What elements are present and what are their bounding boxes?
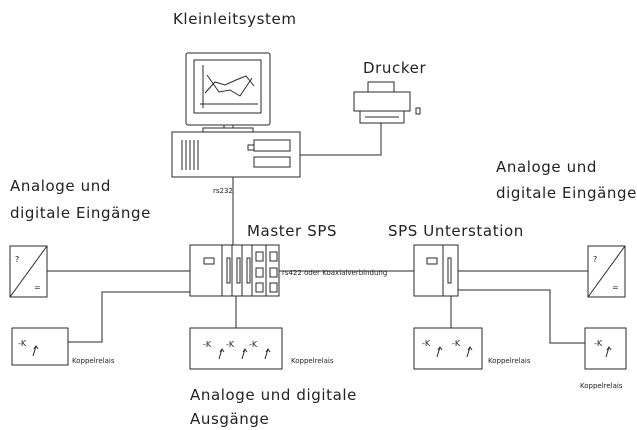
outputs-label-line2: Ausgänge <box>190 410 269 428</box>
master-sps-label: Master SPS <box>247 222 337 240</box>
right-converter-question: ? <box>593 255 597 264</box>
left-inputs-label-line1: Analoge und <box>10 177 111 195</box>
relay-contact-label: -K <box>18 339 27 348</box>
center-relay-box: -K -K -K <box>189 327 283 370</box>
sps-unterstation-rack <box>413 244 459 297</box>
left-relay-line <box>68 291 190 343</box>
left-converter-equals: = <box>34 283 41 292</box>
printer-icon <box>353 81 421 124</box>
right-converter-icon: ? = <box>587 245 626 298</box>
left-relay-box: -K <box>11 327 69 366</box>
left-converter-icon: ? = <box>9 245 48 298</box>
pc-printer-line <box>300 123 382 156</box>
relay-contact-label: -K <box>249 340 258 349</box>
koppelrelais-left-label: Koppelrelais <box>72 357 115 365</box>
relay-contact-label: -K <box>226 340 235 349</box>
outputs-label-line1: Analoge und digitale <box>190 386 357 404</box>
master-sps-rack <box>189 244 280 297</box>
right-relay-line <box>458 289 585 344</box>
relay-contact-label: -K <box>452 339 461 348</box>
drucker-label: Drucker <box>363 59 426 77</box>
koppelrelais-center-label: Koppelrelais <box>291 357 334 365</box>
rs232-label: rs232 <box>213 187 233 195</box>
right-inputs-label-line2: digitale Eingänge <box>496 184 637 202</box>
right-inner-relay-box: -K -K <box>413 327 483 370</box>
right-outer-relay-box: -K <box>584 327 627 370</box>
computer-icon <box>171 52 301 178</box>
right-converter-equals: = <box>612 283 619 292</box>
sps-unterstation-label: SPS Unterstation <box>388 222 524 240</box>
relay-contact-label: -K <box>594 339 603 348</box>
koppelrelais-right-inner-label: Koppelrelais <box>488 357 531 365</box>
relay-contact-label: -K <box>203 340 212 349</box>
connection-lines <box>47 123 588 344</box>
right-inputs-label-line1: Analoge und <box>496 158 597 176</box>
rs422-label: rs422 oder Koaxialverbindung <box>282 269 387 277</box>
kleinleitsystem-label: Kleinleitsystem <box>173 10 297 28</box>
left-converter-question: ? <box>15 255 19 264</box>
relay-contact-label: -K <box>422 339 431 348</box>
koppelrelais-right-outer-label: Koppelrelais <box>580 382 623 390</box>
left-inputs-label-line2: digitale Eingänge <box>10 204 151 222</box>
